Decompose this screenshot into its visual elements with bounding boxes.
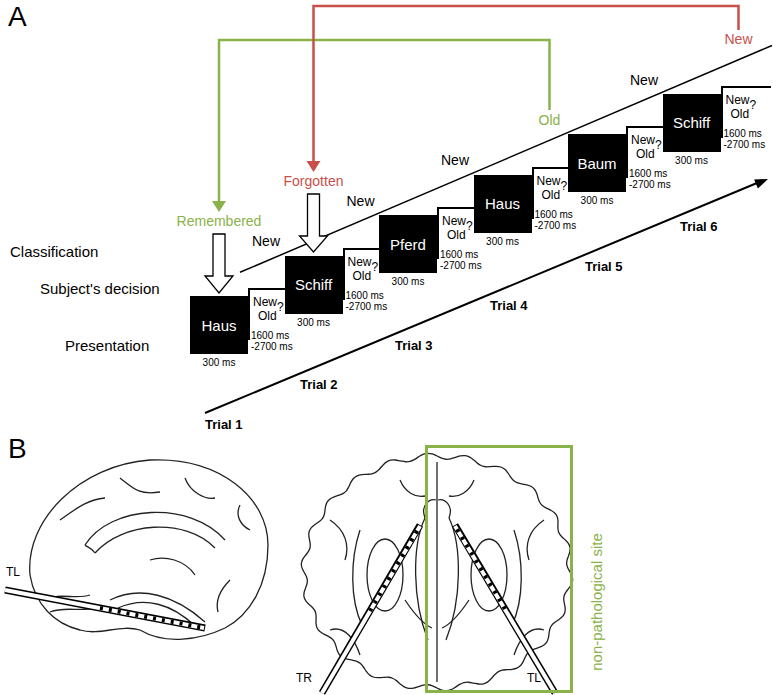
response-option: ?: [372, 261, 379, 273]
response-option: Old: [258, 310, 277, 322]
response-option: New: [631, 134, 655, 146]
response-option: Old: [447, 229, 466, 241]
response-option: New: [442, 215, 466, 227]
panel-letter: A: [8, 2, 27, 33]
response-option: Old: [542, 189, 561, 201]
trial-label: Trial 3: [395, 339, 433, 353]
stimulus-word: Schiff: [673, 114, 710, 131]
electrode-label: TL: [6, 566, 20, 579]
decision-arrow: [300, 194, 328, 252]
duration-label: 300 ms: [203, 357, 236, 368]
classification-label: New: [441, 153, 469, 168]
response-option: New: [726, 94, 750, 106]
response-option: Old: [636, 148, 655, 160]
classification-line: [240, 46, 772, 273]
forgotten-bracket: [314, 6, 739, 162]
word-stimulus: Schiff: [285, 256, 343, 314]
highlight-region: non-pathological site: [425, 445, 573, 693]
trial-label: Trial 2: [300, 378, 338, 392]
duration-label: 1600 ms -2700 ms: [440, 249, 486, 271]
trial-label: Trial 4: [490, 299, 528, 313]
word-stimulus: Pferd: [379, 215, 437, 273]
classification-label: Old: [539, 113, 561, 128]
response-option: ?: [466, 220, 473, 232]
outcome-label: Remembered: [177, 214, 262, 229]
duration-label: 1600 ms -2700 ms: [251, 330, 297, 352]
duration-label: 300 ms: [581, 195, 614, 206]
duration-label: 1600 ms -2700 ms: [346, 290, 392, 312]
trial-label: Trial 1: [205, 418, 243, 432]
electrode-label: TL: [527, 672, 541, 685]
response-option: New: [253, 296, 277, 308]
bracket-arrowhead: [307, 161, 321, 172]
duration-label: 300 ms: [297, 317, 330, 328]
response-option: ?: [561, 180, 568, 192]
duration-label: 1600 ms -2700 ms: [724, 128, 770, 150]
response-option: ?: [277, 301, 284, 313]
classification-label: New: [346, 194, 374, 209]
stimulus-word: Haus: [485, 195, 520, 212]
word-stimulus: Haus: [474, 175, 532, 233]
duration-label: 1600 ms -2700 ms: [535, 209, 581, 231]
depth-electrode: [322, 525, 555, 693]
sagittal-brain: [30, 460, 268, 639]
duration-label: 300 ms: [392, 276, 425, 287]
bracket-arrowhead: [212, 201, 226, 212]
trial-label: Trial 5: [585, 260, 623, 274]
duration-label: 1600 ms -2700 ms: [629, 168, 675, 190]
axis-arrowhead: [754, 179, 768, 189]
duration-label: 300 ms: [675, 155, 708, 166]
word-stimulus: Schiff: [663, 94, 721, 152]
response-option: Old: [731, 108, 750, 120]
stimulus-word: Haus: [201, 317, 236, 334]
stimulus-word: Baum: [577, 155, 616, 172]
response-option: ?: [655, 139, 662, 151]
decision-arrow: [205, 234, 233, 293]
stimulus-word: Pferd: [390, 236, 426, 253]
row-label: Presentation: [65, 338, 149, 355]
classification-label: New: [630, 73, 658, 88]
region-label: non-pathological site: [588, 533, 605, 671]
classification-label: New: [724, 32, 752, 47]
response-option: New: [348, 256, 372, 268]
row-label: Subject's decision: [40, 281, 160, 298]
stimulus-word: Schiff: [295, 276, 332, 293]
word-stimulus: Baum: [568, 134, 626, 192]
response-option: Old: [353, 270, 372, 282]
response-option: ?: [750, 99, 757, 111]
trial-label: Trial 6: [680, 220, 718, 234]
word-stimulus: Haus: [190, 296, 248, 354]
panel-letter: B: [8, 434, 27, 465]
depth-electrode: [5, 590, 205, 628]
outcome-label: Forgotten: [284, 174, 344, 189]
row-label: Classification: [10, 244, 98, 261]
classification-label: New: [252, 234, 280, 249]
duration-label: 300 ms: [486, 236, 519, 247]
response-option: New: [537, 175, 561, 187]
electrode-label: TR: [296, 672, 312, 685]
